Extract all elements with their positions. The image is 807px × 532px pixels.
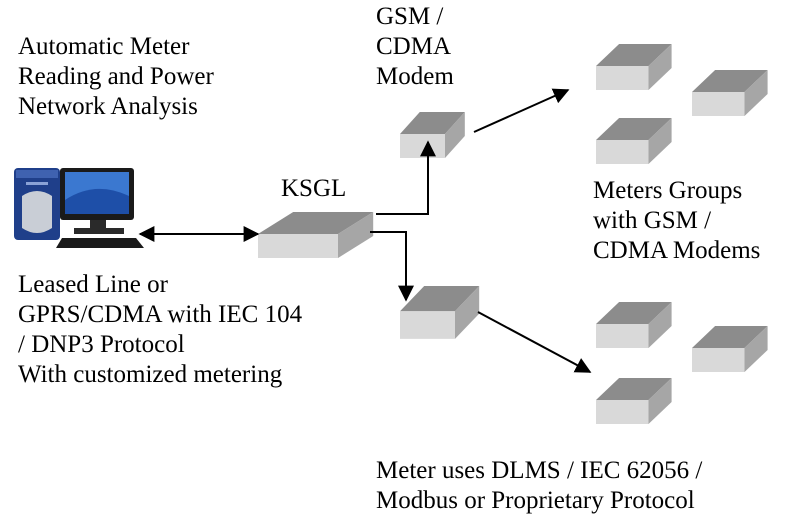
dlms-meters-label: Meter uses DLMS / IEC 62056 / Modbus or … [376, 456, 702, 516]
gsm-modem-device-icon [400, 112, 465, 158]
dlms-meter-3-icon [596, 378, 672, 424]
hub-to-converter-arrow [370, 231, 414, 302]
dlms-meter-2-icon [692, 326, 768, 372]
gsm-modem-label: GSM / CDMA Modem [376, 2, 454, 101]
label-line: With customized metering [18, 361, 283, 388]
protocol-converter-device-icon [400, 286, 480, 339]
ksgl-hub-device-icon [258, 212, 374, 258]
label-line: Meters Groups [593, 177, 743, 204]
label-line: Leased Line or [18, 271, 168, 298]
gsm-meter-2-icon [692, 70, 768, 116]
desktop-computer-icon [14, 168, 144, 248]
gsm-meters-group-label: Meters Groups with GSM / CDMA Modems [593, 176, 807, 270]
label-line: CDMA [376, 33, 452, 60]
ksgl-label: KSGL [281, 175, 347, 202]
label-line: Reading and Power [18, 63, 214, 90]
label-line: GSM / [376, 3, 444, 30]
label-line: Network Analysis [18, 93, 198, 120]
label-line: with GSM / [593, 207, 712, 234]
link-protocol-label: Leased Line or GPRS/CDMA with IEC 104 / … [18, 270, 302, 390]
label-line: GPRS/CDMA with IEC 104 [18, 301, 303, 328]
modem-to-meters-arrow [473, 88, 570, 133]
label-line: Automatic Meter [18, 33, 190, 60]
dlms-meter-1-icon [596, 302, 672, 348]
converter-to-meters-arrow [477, 311, 592, 373]
gsm-meter-3-icon [596, 118, 672, 164]
gsm-meter-1-icon [596, 44, 672, 90]
hub-to-modem-arrow [376, 140, 436, 215]
label-line: / DNP3 Protocol [18, 331, 185, 358]
label-line: CDMA Modems [593, 237, 761, 264]
label-line: Modem [376, 63, 454, 90]
label-line: Meter uses DLMS / IEC 62056 / [376, 457, 703, 484]
amr-system-label: Automatic Meter Reading and Power Networ… [18, 32, 214, 126]
label-line: Modbus or Proprietary Protocol [376, 487, 695, 514]
